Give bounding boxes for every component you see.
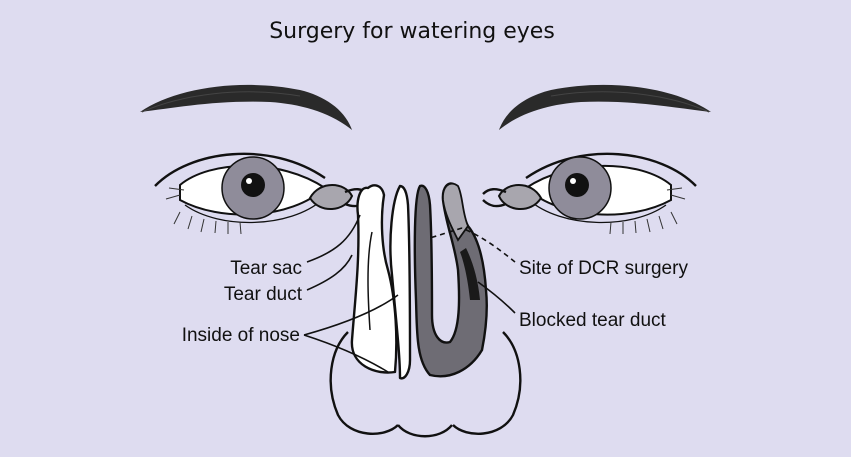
right-nasal-cavity <box>413 182 488 378</box>
diagram-title: Surgery for watering eyes <box>269 19 555 44</box>
left-eyebrow <box>140 84 352 130</box>
label-tear-duct: Tear duct <box>224 284 303 305</box>
label-blocked-tear-duct: Blocked tear duct <box>519 310 667 331</box>
right-eye <box>524 152 697 235</box>
left-eye <box>154 152 327 235</box>
nose-outline <box>329 331 522 438</box>
label-tear-sac: Tear sac <box>230 258 302 279</box>
left-nasal-cavity <box>350 184 412 380</box>
left-pupil <box>241 173 265 197</box>
label-lines <box>303 214 516 373</box>
label-site-of-dcr-surgery: Site of DCR surgery <box>519 258 688 279</box>
right-canaliculi <box>482 184 543 210</box>
blocked-segment <box>460 248 480 300</box>
right-pupil <box>565 173 589 197</box>
right-eyebrow <box>499 84 711 130</box>
label-inside-of-nose: Inside of nose <box>182 325 300 346</box>
